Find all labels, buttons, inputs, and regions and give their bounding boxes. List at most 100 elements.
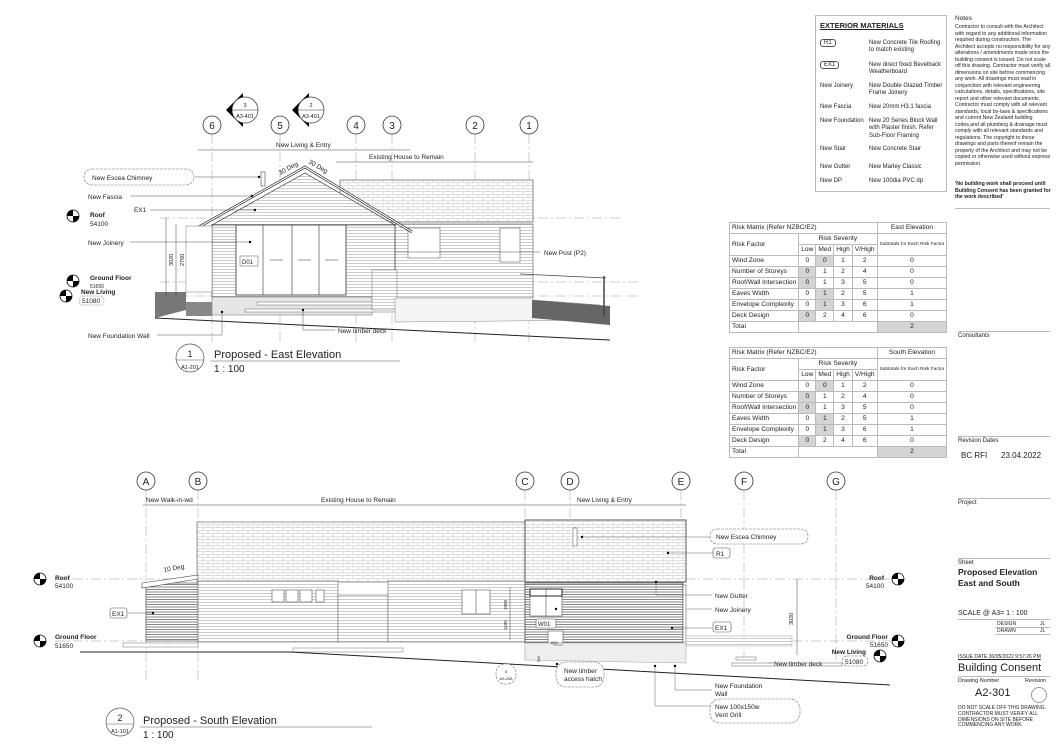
issue-status: Building Consent — [958, 662, 1042, 674]
risk-value: 6 — [851, 424, 878, 436]
risk-factor: Number of Storeys — [728, 266, 800, 278]
risk-value: 0 — [798, 310, 817, 322]
level-value: 51080 — [845, 659, 863, 666]
divider — [958, 676, 1050, 677]
material-code-text: New Joinery — [820, 83, 854, 89]
risk-value: 1 — [815, 266, 835, 278]
scale-text: SCALE @ A3= 1 : 100 — [958, 610, 1028, 617]
risk-value: 5 — [851, 288, 878, 300]
risk-factor: Wind Zone — [728, 380, 800, 392]
grid-label: F — [741, 477, 747, 488]
risk-value: 4 — [833, 310, 853, 322]
post-label: New Post (P2) — [544, 250, 586, 257]
risk-value: 1 — [815, 413, 835, 425]
risk-value: 6 — [851, 435, 878, 447]
risk-factor: Envelope Complexity — [728, 299, 800, 311]
risk-value: 5 — [851, 277, 878, 289]
drawn-label: DRAWN — [997, 628, 1016, 634]
section-sheet: A3-401 — [236, 114, 254, 120]
issue-date: ISSUE DATE 30/05/2022 9:57:26 PM — [958, 654, 1041, 660]
dimension: 500 — [537, 656, 541, 662]
consultants-label: Consultants — [958, 333, 990, 339]
risk-value: 0 — [798, 435, 817, 447]
material-description: New direct fixed Bevelback Weatherboard — [869, 62, 942, 76]
risk-subtotal: 1 — [876, 288, 948, 300]
level-name: Roof — [90, 212, 106, 219]
notes-heading: Notes — [955, 15, 972, 22]
column-header: Med — [815, 244, 835, 256]
risk-subtotal: 0 — [876, 255, 948, 267]
sheet-title: East and South — [958, 578, 1020, 588]
section-number: 3 — [243, 103, 246, 109]
risk-subtotal: 1 — [876, 413, 948, 425]
level-value: 54100 — [866, 583, 884, 590]
deck-label: New timber deck — [338, 328, 387, 335]
material-code: New Joinery — [820, 83, 866, 90]
material-description: New 100dia PVC dp — [869, 178, 924, 184]
total-label: Total — [728, 321, 800, 333]
grid-label: 6 — [209, 121, 215, 132]
column-header: Risk Factor — [728, 233, 800, 256]
deck-label: New timber deck — [774, 661, 823, 668]
column-header: Risk Severity — [798, 358, 878, 370]
risk-value: 4 — [851, 266, 878, 278]
level-name: Roof — [55, 575, 71, 582]
divider — [958, 436, 1050, 437]
dimension: 3020 — [789, 613, 795, 625]
material-code: New Stair — [820, 146, 866, 153]
zone-label: New Walk-in-wd — [146, 497, 193, 504]
chimney-label: New Escea Chimney — [716, 534, 777, 541]
exterior-materials-legend — [815, 15, 947, 192]
material-code: New Foundation — [820, 118, 866, 125]
material-description: New 20 Series Block Wall with Plaster fi… — [869, 118, 938, 139]
vent-label: Vent Grill — [715, 712, 742, 719]
empty-cell — [798, 321, 878, 333]
material-description: New Concrete Stair — [869, 146, 922, 152]
level-name: Roof — [869, 575, 885, 582]
column-header: Risk Severity — [798, 233, 878, 245]
section-marker-2[interactable] — [292, 93, 325, 127]
table-elevation: East Elevation — [876, 222, 948, 234]
drawing-number: A2-301 — [975, 687, 1011, 699]
drawn-value: JL — [1040, 628, 1046, 634]
section-sheet: A3-401 — [302, 114, 320, 120]
risk-value: 0 — [798, 266, 817, 278]
risk-factor: Number of Storeys — [728, 391, 800, 403]
fascia-label: New Fascia — [88, 194, 122, 201]
dimension: 2760 — [180, 254, 186, 266]
risk-value: 0 — [798, 255, 817, 267]
level-value: 51650 — [90, 284, 104, 290]
risk-subtotal: 0 — [876, 391, 948, 403]
disclaimer: CONTRACTOR MUST VERIFY ALL DIMENSIONS ON… — [958, 711, 1038, 728]
risk-factor: Deck Design — [728, 310, 800, 322]
revision-label: BC RFI — [961, 451, 988, 460]
zone-label: Existing House to Remain — [369, 154, 444, 161]
east-elevation — [59, 93, 640, 373]
view-title: Proposed - South Elevation — [143, 715, 277, 727]
revision-dates-label: Revision Dates — [958, 438, 999, 444]
section-marker-3[interactable] — [226, 93, 259, 127]
total-value: 2 — [876, 446, 948, 458]
grid-label: A — [143, 477, 150, 488]
roof-pitch-label: 30 Deg — [307, 159, 329, 176]
risk-factor: Eaves Width — [728, 288, 800, 300]
risk-value: 1 — [815, 424, 835, 436]
risk-subtotal: 1 — [876, 424, 948, 436]
risk-value: 1 — [815, 288, 835, 300]
column-header: Risk Factor — [728, 358, 800, 381]
vent-label: New 100x150w — [715, 704, 760, 711]
risk-value: 1 — [833, 380, 853, 392]
grid-label: E — [678, 477, 685, 488]
revision-column-label: Revision — [1025, 678, 1047, 684]
risk-matrix-table: Risk Matrix (Refer NZBC/E2)South Elevati… — [728, 347, 948, 458]
table-title-row: Risk Matrix (Refer NZBC/E2)East Elevatio… — [729, 222, 948, 234]
view-scale: 1 : 100 — [143, 730, 174, 741]
view-title: Proposed - East Elevation — [214, 349, 341, 361]
hatch-label: access hatch — [564, 676, 602, 683]
risk-factor: Roof/Wall Intersection — [728, 277, 800, 289]
column-header: V/High — [851, 244, 878, 256]
grid-label: 4 — [353, 121, 359, 132]
east-grid-labels: 6 5 4 3 2 1 — [209, 121, 532, 132]
